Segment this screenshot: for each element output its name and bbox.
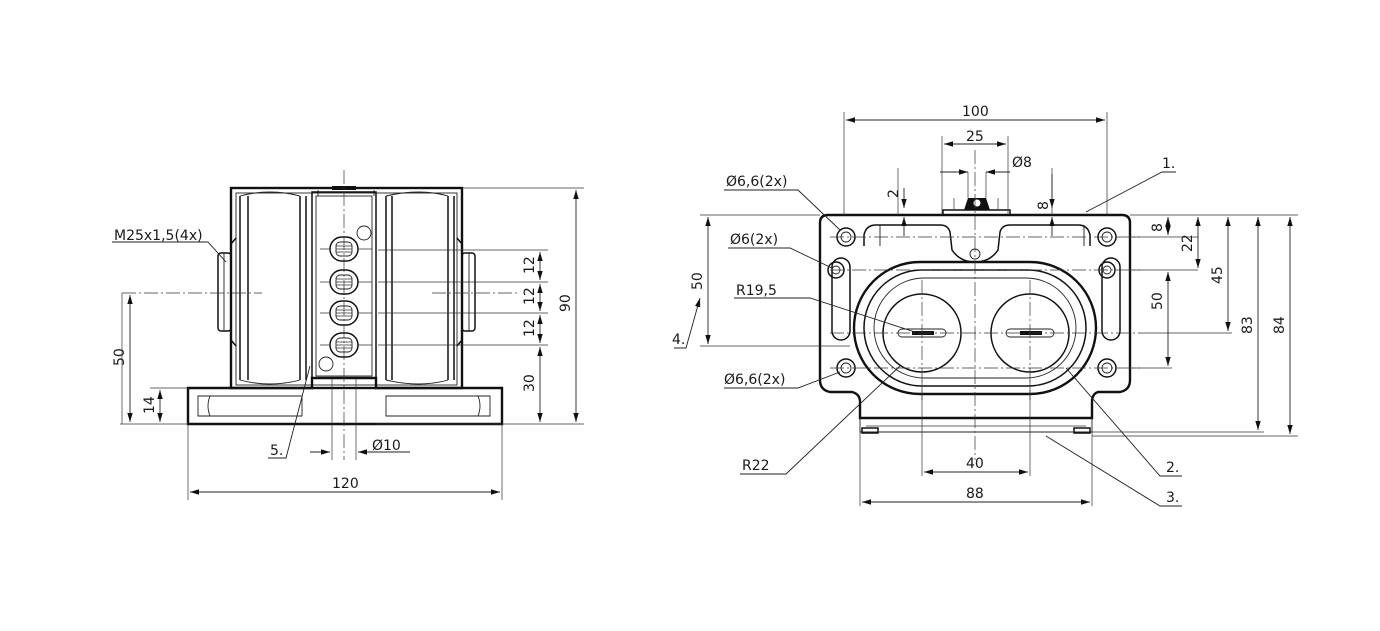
callout-3: 3. [1166,490,1179,506]
callout-4: 4. [672,332,685,348]
dim-width-88: 88 [966,486,984,502]
hole-label-bottom: Ø6,6(2x) [724,372,785,388]
dim-83: 83 [1240,316,1256,334]
dim-height-50: 50 [112,348,128,366]
dim-50-left: 50 [690,272,706,290]
front-mounting-holes [827,227,1117,378]
hole-label-top: Ø6,6(2x) [726,174,787,190]
side-base-plate [186,376,504,426]
thread-label: M25x1,5(4x) [114,228,203,244]
hole-label-mid: Ø6(2x) [730,232,778,248]
callout-5: 5. [270,443,283,459]
dim-8-top: 8 [1036,201,1052,210]
side-view: M25x1,5(4x) 90 12 12 12 30 50 14 Ø10 120… [112,170,584,500]
radius-22: R22 [742,458,770,474]
dim-pitch-2: 12 [522,287,538,305]
dim-height-total: 90 [558,294,574,312]
dim-width-40: 40 [966,456,984,472]
callout-1: 1. [1162,156,1175,172]
dim-45: 45 [1210,266,1226,284]
dim-8-right: 8 [1150,223,1166,232]
side-cable-holes [318,225,372,372]
dim-height-14: 14 [142,396,158,414]
dim-50-right: 50 [1150,292,1166,310]
dim-84: 84 [1272,316,1288,334]
dim-pitch-1: 12 [522,256,538,274]
callout-2: 2. [1166,460,1179,476]
dim-width-120: 120 [332,476,359,492]
dim-pitch-3: 12 [522,319,538,337]
dim-diameter-10: Ø10 [372,438,401,454]
dim-diameter-8: Ø8 [1012,155,1032,171]
dim-height-30: 30 [522,374,538,392]
dim-2: 2 [886,189,902,198]
radius-19-5: R19,5 [736,283,777,299]
dim-width-100: 100 [962,104,989,120]
dim-22: 22 [1180,234,1196,252]
front-view: 100 25 Ø8 2 8 Ø6,6(2x) Ø6(2x) Ø6,6(2x) R… [672,104,1298,507]
dim-width-25: 25 [966,129,984,145]
